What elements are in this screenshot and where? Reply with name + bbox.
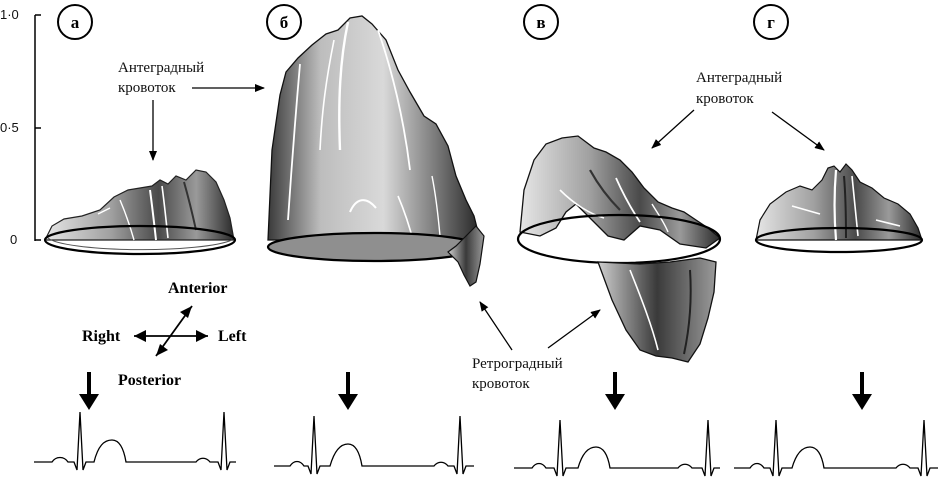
- orientation-compass: Anterior Right Left Posterior: [82, 280, 247, 389]
- velocity-profile-b: [266, 15, 485, 287]
- antegrade-right-line1: Антеградный: [696, 70, 782, 86]
- retrograde-line2: кровоток: [472, 376, 530, 392]
- antegrade-label-right: Антеградный кровоток: [651, 70, 825, 151]
- retrograde-line1: Ретроградный: [472, 356, 563, 372]
- axis-tick-0: 0: [10, 232, 17, 247]
- posterior-label: Posterior: [118, 372, 181, 389]
- panel-letter-v: в: [536, 13, 545, 32]
- velocity-profile-g: [754, 163, 924, 254]
- arrow-to-retro-b: [479, 301, 513, 351]
- left-label: Left: [218, 328, 247, 345]
- retrograde-label: Ретроградный кровоток: [472, 301, 601, 392]
- ecg-trace-a: [34, 411, 236, 471]
- arrow-to-profile-v: [651, 109, 695, 149]
- velocity-axis: 1·0 0·5 0: [0, 7, 41, 247]
- arrow-to-retro-v: [547, 309, 601, 349]
- antegrade-right-line2: кровоток: [696, 91, 754, 107]
- down-arrow-g: [852, 372, 872, 410]
- panel-letter-b: б: [280, 13, 289, 32]
- axis-tick-0-5: 0·5: [0, 120, 19, 135]
- panel-letter-a: а: [71, 13, 80, 32]
- panel-letter-g: г: [767, 13, 775, 32]
- velocity-profile-v: [516, 135, 722, 363]
- panel-badge-a: а: [57, 4, 93, 40]
- panel-badge-g: г: [753, 4, 789, 40]
- antegrade-left-line2: кровоток: [118, 80, 176, 96]
- velocity-profile-a: [43, 169, 237, 256]
- axis-tick-1: 1·0: [0, 7, 19, 22]
- timing-arrows: [79, 372, 872, 410]
- ecg-trace-b: [274, 415, 474, 475]
- ecg-trace-v: [514, 419, 720, 477]
- down-arrow-v: [605, 372, 625, 410]
- panel-badge-b: б: [266, 4, 302, 40]
- down-arrow-a: [79, 372, 99, 410]
- arrow-to-profile-g: [771, 111, 825, 151]
- anterior-label: Anterior: [168, 280, 228, 297]
- antegrade-left-line1: Антеградный: [118, 60, 204, 76]
- down-arrow-b: [338, 372, 358, 410]
- antegrade-label-left: Антеградный кровоток: [118, 60, 265, 161]
- ecg-trace-g: [734, 419, 938, 477]
- ecg-traces: [34, 411, 938, 477]
- right-label: Right: [82, 328, 121, 345]
- panel-badge-v: в: [523, 4, 559, 40]
